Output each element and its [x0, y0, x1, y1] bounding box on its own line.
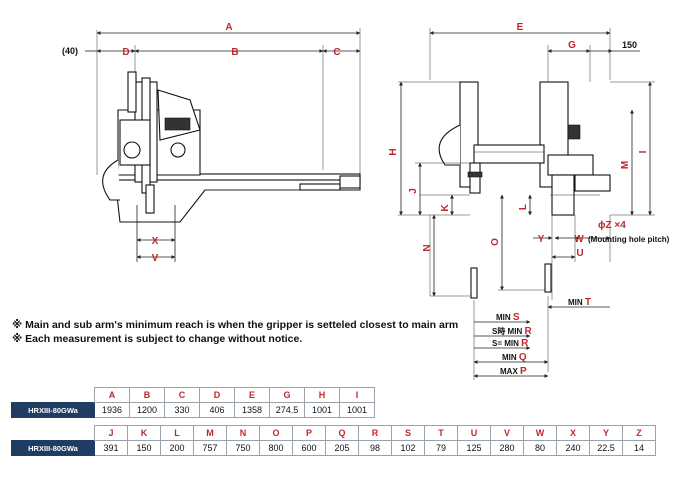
value-H: 1001: [304, 402, 340, 418]
header-G: G: [269, 387, 305, 403]
value-I: 1001: [339, 402, 375, 418]
value-W: 80: [523, 440, 557, 456]
model-name: HRXIII-80GWa: [11, 402, 95, 418]
spec-table-1-header: A B C D E G H I: [11, 387, 375, 403]
label-B: B: [231, 47, 238, 58]
header-L: L: [160, 425, 194, 441]
value-B: 1200: [129, 402, 165, 418]
header-B: B: [129, 387, 165, 403]
header-C: C: [164, 387, 200, 403]
value-J: 391: [94, 440, 128, 456]
header-W: W: [523, 425, 557, 441]
label-L: L: [518, 204, 529, 210]
label-X: X: [152, 236, 159, 247]
header-V: V: [490, 425, 524, 441]
spec-table-1-row: HRXIII-80GWa 1936 1200 330 406 1358 274.…: [11, 402, 375, 418]
value-N: 750: [226, 440, 260, 456]
label-min-t: MIN T: [568, 297, 591, 308]
spec-table-2-row: HRXIII-80GWa 391 150 200 757 750 800 600…: [11, 440, 656, 456]
header-E: E: [234, 387, 270, 403]
note-2: ※ Each measurement is subject to change …: [12, 333, 303, 345]
header-J: J: [94, 425, 128, 441]
notes: ※ Main and sub arm's minimum reach is wh…: [12, 318, 458, 346]
value-T: 79: [424, 440, 458, 456]
label-N: N: [422, 244, 433, 251]
header-H: H: [304, 387, 340, 403]
header-S: S: [391, 425, 425, 441]
value-Y: 22.5: [589, 440, 623, 456]
label-M: M: [620, 161, 631, 169]
label-C: C: [333, 47, 340, 58]
value-Z: 14: [622, 440, 656, 456]
value-O: 800: [259, 440, 293, 456]
value-U: 125: [457, 440, 491, 456]
value-G: 274.5: [269, 402, 305, 418]
value-E: 1358: [234, 402, 270, 418]
label-max-p: MAX P: [500, 366, 527, 377]
header-U: U: [457, 425, 491, 441]
value-R: 98: [358, 440, 392, 456]
header-M: M: [193, 425, 227, 441]
label-O: O: [490, 238, 501, 246]
label-D: D: [122, 47, 129, 58]
value-K: 150: [127, 440, 161, 456]
label-E: E: [517, 22, 524, 33]
side-view: [85, 28, 361, 262]
front-view: [398, 28, 655, 380]
spec-table-2: J K L M N O P Q R S T U V W X Y Z HRXIII…: [11, 425, 656, 456]
value-M: 757: [193, 440, 227, 456]
label-A: A: [225, 22, 232, 33]
value-Q: 205: [325, 440, 359, 456]
spec-table-2-header: J K L M N O P Q R S T U V W X Y Z: [11, 425, 656, 441]
value-P: 600: [292, 440, 326, 456]
label-Y: Y: [538, 234, 545, 245]
label-s-min-r: S時 MIN R: [492, 326, 532, 337]
label-s-eq-min-r: S= MIN R: [492, 338, 529, 349]
header-O: O: [259, 425, 293, 441]
spec-table-1: A B C D E G H I HRXIII-80GWa 1936 1200 3…: [11, 387, 375, 418]
value-L: 200: [160, 440, 194, 456]
label-W: W: [574, 234, 584, 245]
header-N: N: [226, 425, 260, 441]
value-A: 1936: [94, 402, 130, 418]
label-U: U: [576, 248, 583, 259]
value-D: 406: [199, 402, 235, 418]
note-1: ※ Main and sub arm's minimum reach is wh…: [12, 319, 459, 331]
header-A: A: [94, 387, 130, 403]
model-name: HRXIII-80GWa: [11, 440, 95, 456]
label-mounting-pitch: (Mounting hole pitch): [588, 235, 670, 244]
header-T: T: [424, 425, 458, 441]
header-R: R: [358, 425, 392, 441]
value-V: 280: [490, 440, 524, 456]
header-D: D: [199, 387, 235, 403]
value-X: 240: [556, 440, 590, 456]
header-X: X: [556, 425, 590, 441]
value-C: 330: [164, 402, 200, 418]
header-Z: Z: [622, 425, 656, 441]
header-P: P: [292, 425, 326, 441]
label-I: I: [638, 150, 649, 153]
header-Y: Y: [589, 425, 623, 441]
label-40: (40): [62, 46, 78, 56]
header-K: K: [127, 425, 161, 441]
header-I: I: [339, 387, 375, 403]
label-J: J: [408, 188, 419, 194]
header-Q: Q: [325, 425, 359, 441]
label-min-q: MIN Q: [502, 352, 527, 363]
label-K: K: [440, 204, 451, 212]
label-phi-z: ϕZ ×4: [598, 220, 626, 231]
value-S: 102: [391, 440, 425, 456]
label-G: G: [568, 40, 576, 51]
label-H: H: [388, 148, 399, 155]
label-V: V: [152, 253, 159, 264]
label-min-s: MIN S: [496, 312, 520, 323]
label-150: 150: [622, 40, 637, 50]
